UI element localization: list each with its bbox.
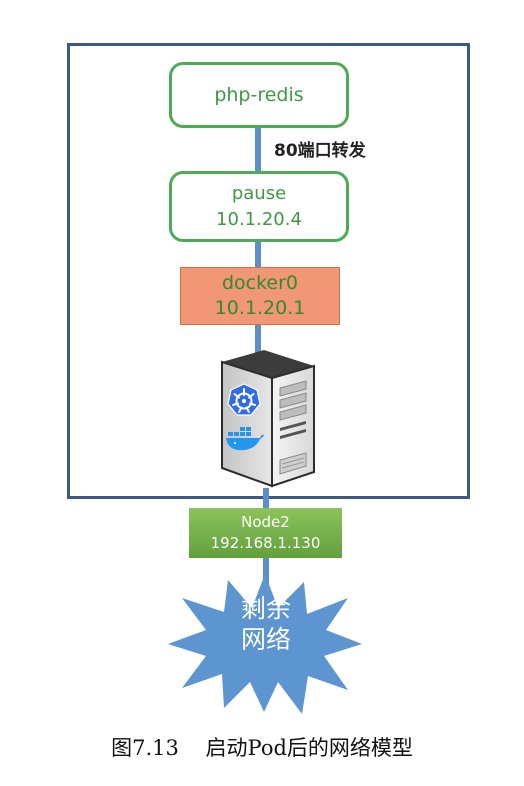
docker-icon xyxy=(226,427,264,451)
node2-box: Node2 192.168.1.130 xyxy=(189,508,342,558)
connector-line xyxy=(255,128,261,171)
kubernetes-icon xyxy=(227,383,261,416)
node-name: Node2 xyxy=(241,513,290,531)
php-redis-container-box: php-redis xyxy=(169,62,349,128)
connector-line xyxy=(255,325,261,353)
pause-ip: 10.1.20.4 xyxy=(216,208,302,230)
figure-caption: 图7.13 启动Pod后的网络模型 xyxy=(0,732,524,762)
figure-number: 图7.13 xyxy=(111,736,179,760)
pause-label: pause xyxy=(231,182,287,204)
network-line-2: 网络 xyxy=(240,625,291,654)
connector-line xyxy=(255,242,261,267)
server-icon xyxy=(221,350,315,488)
network-line-1: 剩余 xyxy=(240,594,291,623)
node-ip: 192.168.1.130 xyxy=(210,534,321,552)
docker0-bridge-box: docker0 10.1.20.1 xyxy=(180,267,340,325)
connector-line xyxy=(263,558,269,588)
remaining-network-label: 剩余 网络 xyxy=(196,593,336,655)
bridge-ip: 10.1.20.1 xyxy=(214,297,306,319)
figure-title: 启动Pod后的网络模型 xyxy=(205,736,413,760)
network-cloud-star-icon xyxy=(168,574,362,714)
bridge-name: docker0 xyxy=(221,272,299,294)
php-redis-label: php-redis xyxy=(214,84,304,106)
pause-container-box: pause 10.1.20.4 xyxy=(169,171,349,242)
connector-line xyxy=(263,488,269,508)
port-forward-label: 80端口转发 xyxy=(274,141,366,161)
